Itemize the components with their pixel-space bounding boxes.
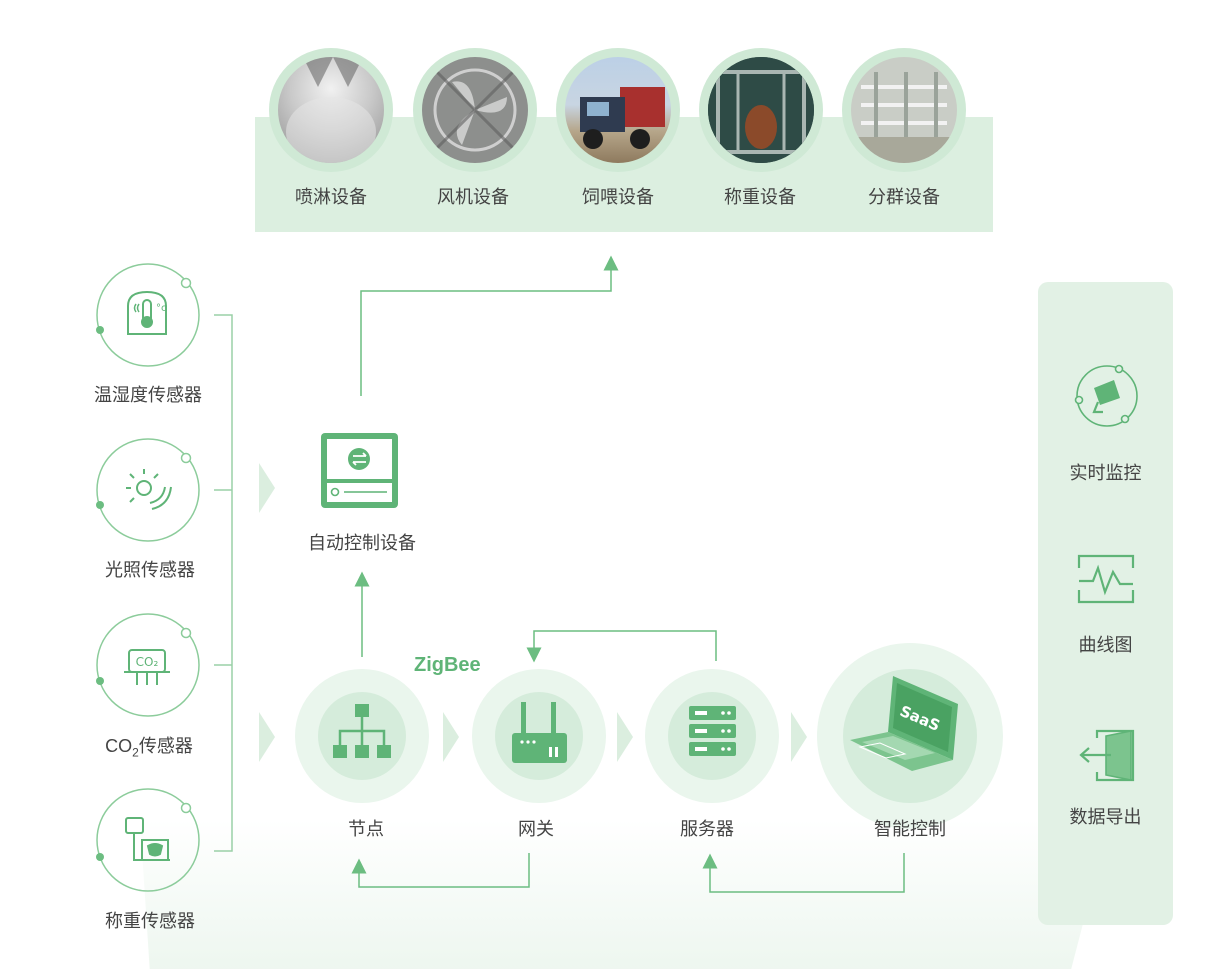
router-icon: [512, 702, 567, 763]
platform-label-export: 数据导出: [1069, 807, 1142, 827]
control-device-label: 自动控制设备: [308, 533, 416, 553]
platform-label-monitor: 实时监控: [1069, 463, 1142, 483]
co2-label-tail: 传感器: [138, 736, 193, 756]
sensor-label-weight: 称重传感器: [105, 911, 195, 931]
co2-chip-icon: [124, 649, 170, 685]
smart-control-circle: SaaS: [817, 643, 1003, 829]
feeding-device-photo: [556, 48, 680, 172]
sensor-light: [96, 438, 200, 542]
server-icon: [689, 706, 736, 756]
camera-monitor-icon: [1074, 364, 1138, 427]
device-label-fan: 风机设备: [437, 187, 509, 207]
bottom-background: [140, 820, 1110, 969]
server-circle: [645, 669, 779, 803]
flow-label-node: 节点: [348, 819, 384, 839]
sensor-weight: [96, 788, 200, 892]
sensor-co2: CO₂: [96, 613, 200, 717]
curve-chart-icon: [1077, 554, 1135, 604]
svg-text:CO₂: CO₂: [136, 655, 159, 669]
node-circle: [295, 669, 429, 803]
device-label-feed: 饲喂设备: [582, 187, 654, 207]
laptop-icon: SaaS: [850, 676, 958, 771]
protocol-label: ZigBee: [414, 654, 481, 676]
sun-icon: [126, 469, 172, 510]
weighing-device-photo: [699, 48, 823, 172]
device-label-sort: 分群设备: [868, 187, 940, 207]
flow-label-smart-control: 智能控制: [874, 819, 946, 839]
thermometer-icon: [127, 290, 167, 335]
network-tree-icon: [333, 704, 391, 758]
spray-device-photo: [269, 48, 393, 172]
device-label-weigh: 称重设备: [724, 187, 796, 207]
sensor-label-temp-humidity: 温湿度传感器: [94, 385, 202, 405]
fan-device-photo: [413, 48, 537, 172]
flow-label-gateway: 网关: [518, 819, 554, 839]
platform-label-curve: 曲线图: [1078, 635, 1133, 655]
scale-cow-icon: [125, 817, 170, 861]
sensor-label-light: 光照传感器: [105, 560, 195, 580]
control-panel-icon: [321, 433, 398, 508]
sensor-temp-humidity: °c: [96, 263, 200, 367]
sensor-label-co2: CO2传感器: [69, 732, 229, 760]
gateway-circle: [472, 669, 606, 803]
co2-label-main: CO: [105, 736, 133, 756]
svg-text:°c: °c: [156, 303, 167, 314]
device-label-spray: 喷淋设备: [295, 187, 367, 207]
co2-label-subscript: 2: [132, 745, 139, 760]
export-door-icon: [1079, 729, 1135, 782]
sorting-device-photo: [842, 48, 966, 172]
flow-label-server: 服务器: [680, 819, 734, 839]
